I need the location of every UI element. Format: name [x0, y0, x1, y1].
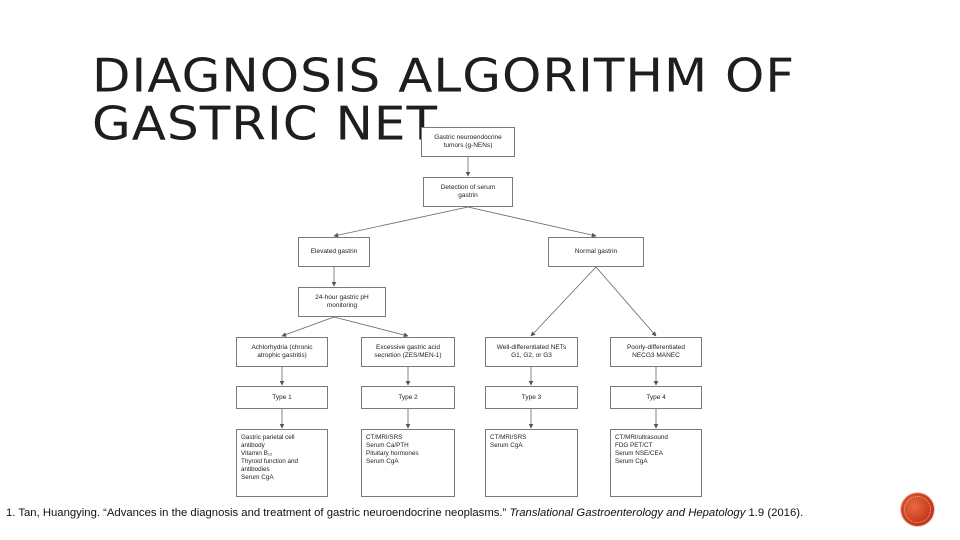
node-condition-excessive-acid: Excessive gastric acid secretion (ZES/ME…: [361, 337, 455, 367]
arrow-ph-to-excessive-acid: [333, 316, 409, 338]
workup-item: Serum CgA: [241, 474, 274, 481]
workup-item: Serum CgA: [615, 458, 648, 465]
node-elevated-gastrin: Elevated gastrin: [298, 237, 370, 267]
node-condition-poorly-differentiated: Poorly-differentiated NECG3 MANEC: [610, 337, 702, 367]
node-type-3: Type 3: [485, 386, 578, 409]
node-normal-gastrin: Normal gastrin: [548, 237, 644, 267]
workup-item: Serum Ca/PTH: [366, 442, 409, 449]
workup-item: CT/MRI/ultrasound: [615, 434, 668, 441]
node-condition-well-differentiated: Well-differentiated NETs G1, G2, or G3: [485, 337, 578, 367]
slide-number-badge: [901, 493, 934, 526]
node-workup-type-4: CT/MRI/ultrasound FDG PET/CT Serum NSE/C…: [610, 429, 702, 497]
workup-item: Serum NSE/CEA: [615, 450, 663, 457]
arrow-normal-to-well-diff: [530, 266, 597, 337]
node-workup-type-3: CT/MRI/SRS Serum CgA: [485, 429, 578, 497]
arrow-detection-to-elevated: [333, 206, 469, 238]
node-workup-type-1: Gastric parietal cell antibody Vitamin B…: [236, 429, 328, 497]
node-ph-monitoring: 24-hour gastric pH monitoring: [298, 287, 386, 317]
workup-item: Serum CgA: [490, 442, 523, 449]
citation: 1. Tan, Huangying. “Advances in the diag…: [6, 507, 803, 519]
workup-item: antibodies: [241, 466, 270, 473]
workup-item: antibody: [241, 442, 265, 449]
citation-volume: 1.9 (2016).: [745, 507, 804, 519]
node-type-1: Type 1: [236, 386, 328, 409]
node-workup-type-2: CT/MRI/SRS Serum Ca/PTH Pituitary hormon…: [361, 429, 455, 497]
arrow-normal-to-poorly-diff: [595, 266, 657, 337]
node-detection-serum-gastrin: Detection of serum gastrin: [423, 177, 513, 207]
arrow-ph-to-achlorhydria: [281, 316, 335, 337]
workup-item: CT/MRI/SRS: [366, 434, 403, 441]
slide-title: DIAGNOSIS ALGORITHM OF GASTRIC NET: [92, 49, 796, 151]
workup-item: Vitamin B₁₂: [241, 450, 273, 457]
workup-item: Gastric parietal cell: [241, 434, 295, 441]
node-root: Gastric neuroendocrine tumors (g-NENs): [421, 127, 515, 157]
citation-text: 1. Tan, Huangying. “Advances in the diag…: [6, 507, 510, 519]
node-type-2: Type 2: [361, 386, 455, 409]
arrow-detection-to-normal: [467, 206, 597, 238]
workup-item: CT/MRI/SRS: [490, 434, 527, 441]
citation-journal: Translational Gastroenterology and Hepat…: [509, 507, 746, 519]
workup-item: FDG PET/CT: [615, 442, 653, 449]
workup-item: Serum CgA: [366, 458, 399, 465]
node-type-4: Type 4: [610, 386, 702, 409]
workup-item: Thyroid function and: [241, 458, 299, 465]
workup-item: Pituitary hormones: [366, 450, 419, 457]
node-condition-achlorhydria: Achlorhydria (chronic atrophic gastritis…: [236, 337, 328, 367]
